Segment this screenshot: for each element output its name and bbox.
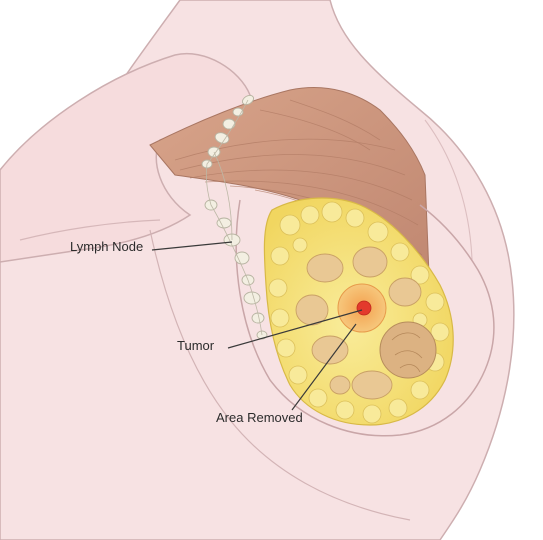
lobe-cluster	[380, 322, 436, 378]
tumor-label: Tumor	[177, 338, 214, 353]
lymph-node-label: Lymph Node	[70, 239, 143, 254]
tumor	[357, 301, 371, 315]
area-removed-label: Area Removed	[216, 410, 303, 425]
torso-skin	[0, 0, 514, 540]
